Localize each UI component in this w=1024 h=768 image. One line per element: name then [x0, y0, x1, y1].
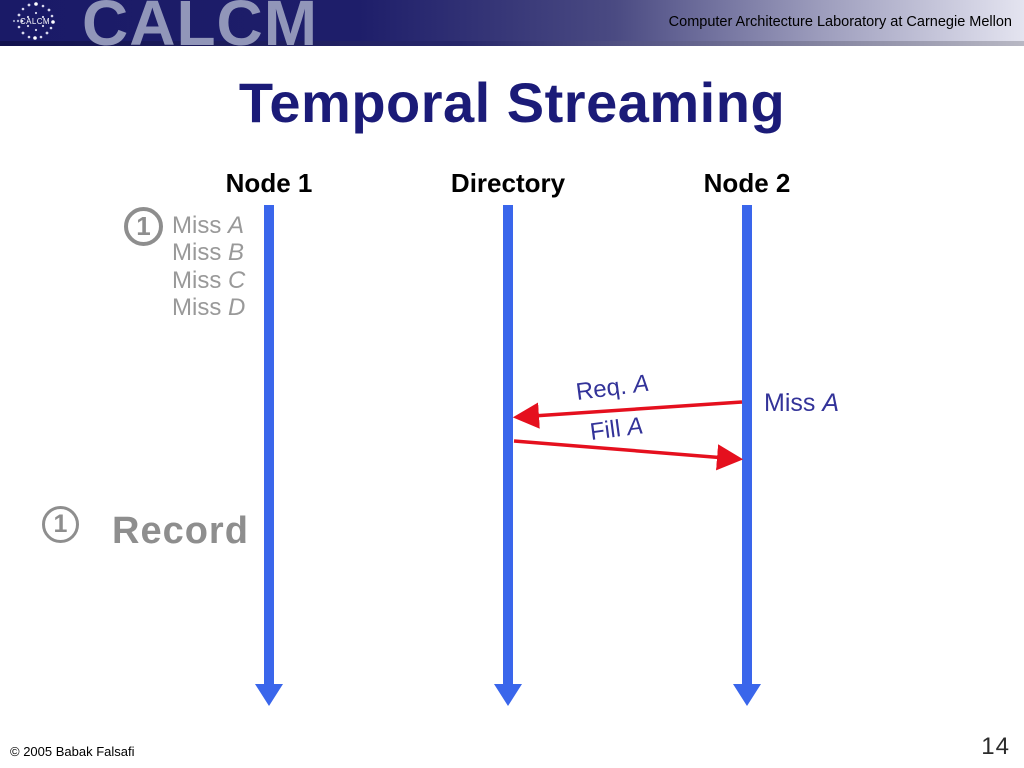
miss-list-item: Miss A [172, 212, 245, 239]
node2-miss-label: Miss A [764, 389, 840, 417]
calcm-logo-icon: CALCM [12, 2, 55, 40]
copyright-text: © 2005 Babak Falsafi [10, 744, 135, 759]
timeline-directory [494, 205, 522, 706]
column-label-node1: Node 1 [225, 168, 313, 198]
page-title: Temporal Streaming [238, 71, 786, 134]
miss-list-item: Miss C [172, 266, 246, 294]
step1-badge: 1 [124, 207, 163, 246]
header-lab-name: Computer Architecture Laboratory at Carn… [668, 14, 1012, 30]
header-bar [0, 0, 1024, 41]
calcm-watermark: CALCM [82, 0, 319, 59]
fill-arrow-label: Fill A [588, 412, 645, 447]
record-badge: 1 [42, 506, 79, 543]
column-label-node2: Node 2 [703, 168, 791, 198]
column-label-directory: Directory [450, 168, 566, 198]
timeline-node2 [733, 205, 761, 706]
page-number: 14 [981, 733, 1010, 760]
header-underline [0, 41, 1024, 46]
miss-list-item: Miss D [172, 294, 246, 322]
logo-text: CALCM [20, 17, 50, 26]
miss-list-item: Miss B [172, 239, 245, 267]
fill-arrow [513, 439, 744, 471]
timeline-node1 [255, 205, 283, 706]
req-arrow-label: Req. A [574, 369, 651, 407]
record-label: Record [112, 510, 249, 552]
miss-list: Miss A Miss B Miss C Miss D [172, 212, 245, 322]
